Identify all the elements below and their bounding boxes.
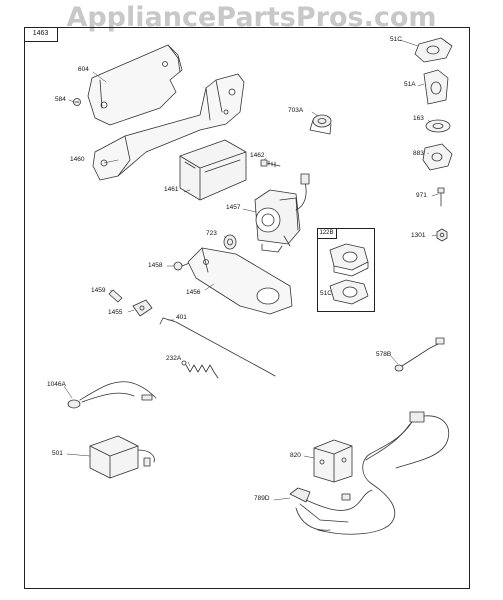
part-label-1301: 1301 [411, 232, 426, 239]
gasket-51a [424, 70, 448, 104]
part-label-1046a: 1046A [47, 381, 66, 388]
spacer-723 [224, 235, 236, 249]
gasket-51c-inset [330, 280, 368, 304]
part-label-1462: 1462 [250, 152, 265, 159]
wire-578b [395, 338, 444, 371]
clip-1455 [133, 300, 152, 316]
part-label-584: 584 [55, 96, 66, 103]
inset-label: 122B [317, 228, 337, 239]
bracket-1460 [93, 74, 244, 180]
rectifier-501 [90, 436, 154, 478]
diagram-frame [24, 27, 470, 589]
part-label-1459: 1459 [91, 287, 106, 294]
gasket-51c-top [415, 38, 452, 62]
inset-frame [317, 228, 375, 312]
bracket-604 [88, 45, 182, 125]
solenoid-820 [314, 440, 352, 482]
part-label-501: 501 [52, 450, 63, 457]
wire-1046a [68, 382, 156, 408]
plate-1456 [188, 248, 292, 314]
bolt-971 [438, 188, 444, 206]
spring-232a [182, 361, 218, 378]
part-label-1460: 1460 [70, 156, 85, 163]
part-label-789d: 789D [254, 495, 270, 502]
part-label-51c-inset: 51C [320, 290, 332, 297]
rod-401 [160, 318, 275, 376]
part-label-1455: 1455 [108, 309, 123, 316]
gasket-163 [426, 120, 450, 132]
part-label-604: 604 [78, 66, 89, 73]
part-label-723: 723 [206, 230, 217, 237]
frame-label: 1463 [24, 27, 58, 42]
part-label-971: 971 [416, 192, 427, 199]
clamp-703a [310, 115, 331, 134]
pin-1459 [109, 290, 122, 302]
part-label-51c: 51C [390, 36, 402, 43]
harness-789d [290, 412, 449, 534]
part-label-1457: 1457 [226, 204, 241, 211]
part-label-163: 163 [413, 115, 424, 122]
bolt-1462 [261, 160, 280, 167]
screw-584 [74, 99, 81, 106]
part-label-578b: 578B [376, 351, 392, 358]
cover-1461 [180, 140, 246, 200]
part-label-883: 883 [413, 150, 424, 157]
leader-lines [64, 40, 438, 500]
part-label-1461: 1461 [164, 186, 179, 193]
nut-1301 [437, 229, 447, 241]
part-label-51a: 51A [404, 81, 416, 88]
part-label-232a: 232A [166, 355, 182, 362]
part-label-401: 401 [176, 314, 187, 321]
starter-motor-1457 [255, 174, 309, 252]
gasket-883 [423, 144, 452, 170]
part-label-1456: 1456 [186, 289, 201, 296]
spacer-122b [330, 244, 368, 276]
part-label-703a: 703A [288, 107, 304, 114]
part-label-1458: 1458 [148, 262, 163, 269]
part-label-820: 820 [290, 452, 301, 459]
